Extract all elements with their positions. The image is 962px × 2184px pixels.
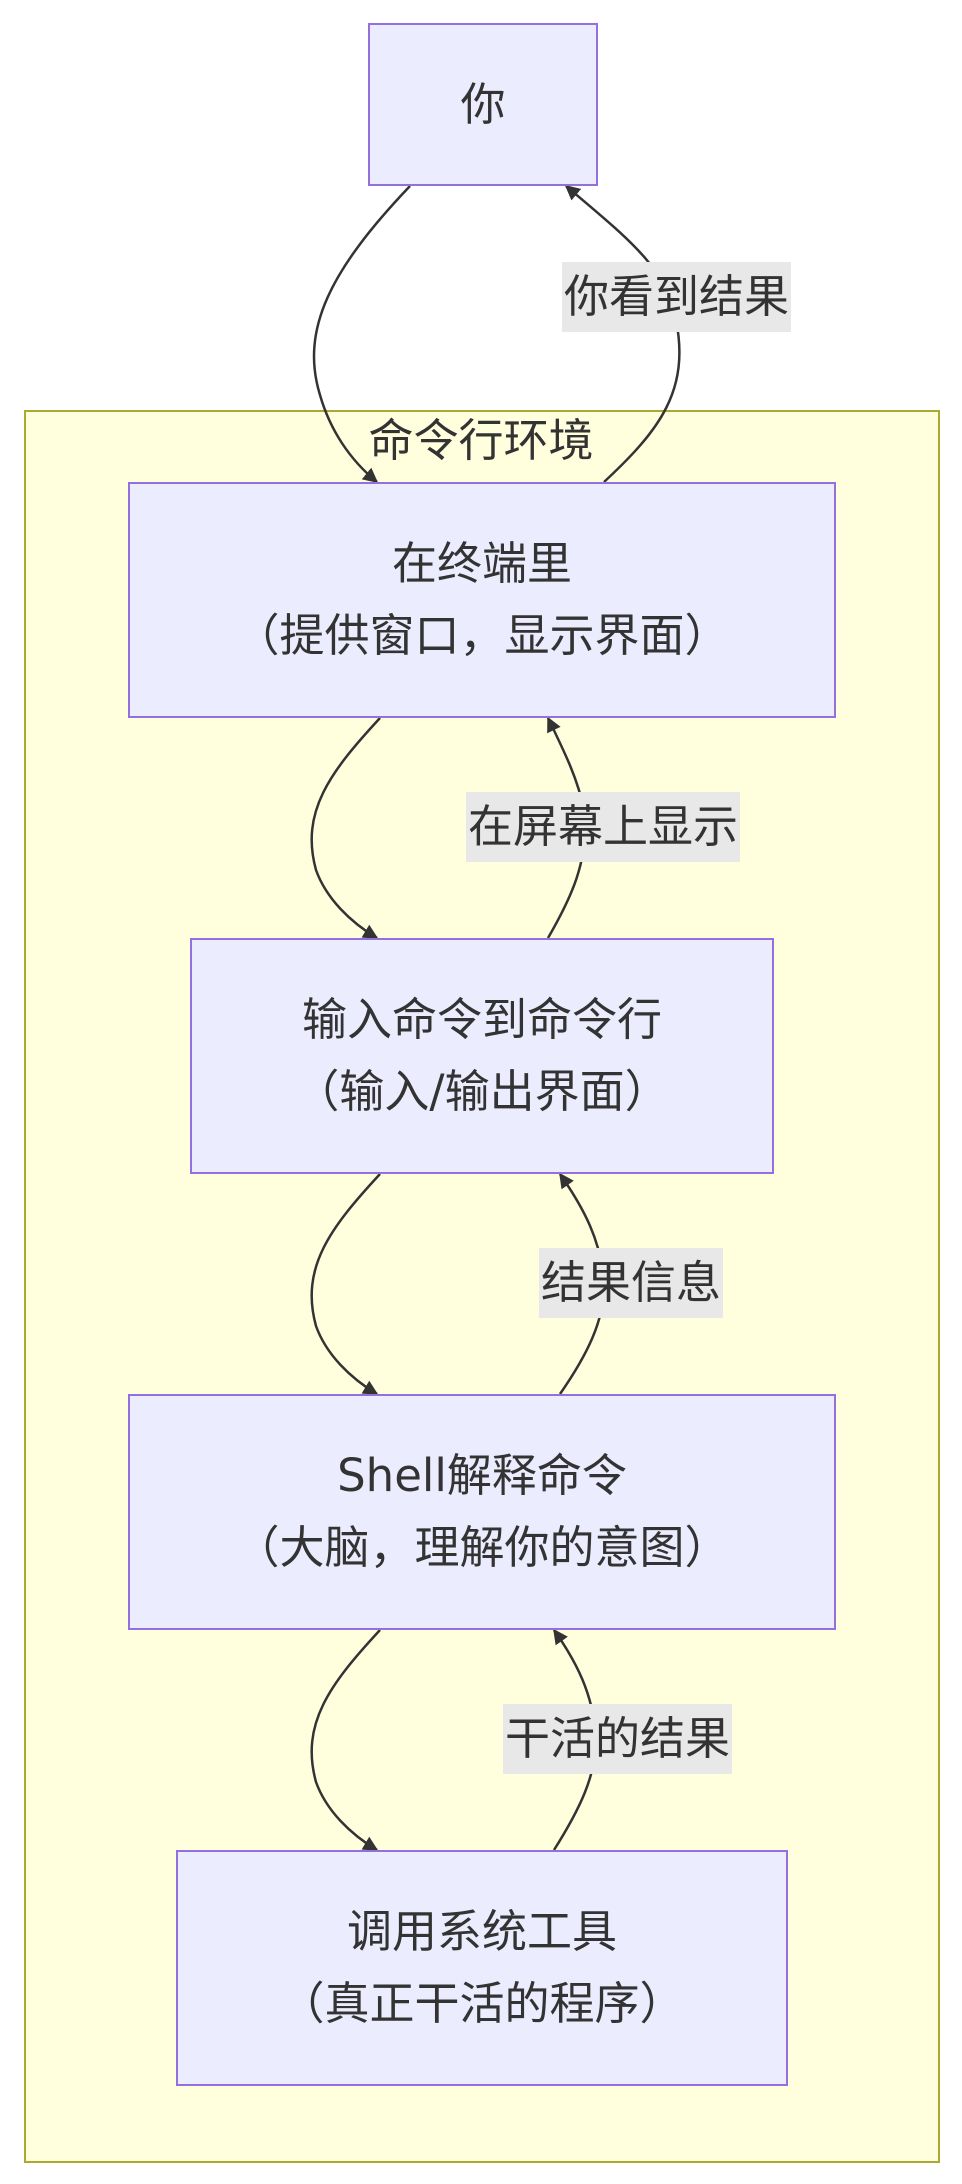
node-system-tools-title: 调用系统工具 xyxy=(346,1905,617,1958)
subgraph-title: 命令行环境 xyxy=(368,414,594,467)
node-shell-title: Shell解释命令 xyxy=(337,1449,627,1502)
node-terminal-title: 在终端里 xyxy=(391,537,572,590)
edge-terminal-to-you xyxy=(564,185,681,483)
edge-shell-to-tools xyxy=(310,1629,381,1852)
edge-label-result-info: 结果信息 xyxy=(539,1248,724,1318)
node-terminal: 在终端里 （提供窗口，显示界面） xyxy=(128,482,836,718)
edge-label-work-result: 干活的结果 xyxy=(503,1704,733,1774)
node-command-line-title: 输入命令到命令行 xyxy=(301,993,662,1046)
edge-label-see-result: 你看到结果 xyxy=(562,262,792,332)
node-shell-subtitle: （大脑，理解你的意图） xyxy=(234,1521,730,1574)
edge-terminal-to-cmdline xyxy=(310,717,381,940)
node-system-tools: 调用系统工具 （真正干活的程序） xyxy=(176,1850,788,2086)
edge-you-to-terminal xyxy=(312,185,411,483)
node-you-label: 你 xyxy=(460,77,506,131)
node-shell: Shell解释命令 （大脑，理解你的意图） xyxy=(128,1394,836,1630)
node-system-tools-subtitle: （真正干活的程序） xyxy=(279,1977,685,2030)
edge-label-show-on-screen: 在屏幕上显示 xyxy=(466,792,741,862)
node-command-line-subtitle: （输入/输出界面） xyxy=(294,1065,670,1118)
node-terminal-subtitle: （提供窗口，显示界面） xyxy=(234,609,730,662)
edge-cmdline-to-shell xyxy=(310,1173,381,1396)
node-command-line: 输入命令到命令行 （输入/输出界面） xyxy=(190,938,774,1174)
node-you: 你 xyxy=(368,23,598,186)
